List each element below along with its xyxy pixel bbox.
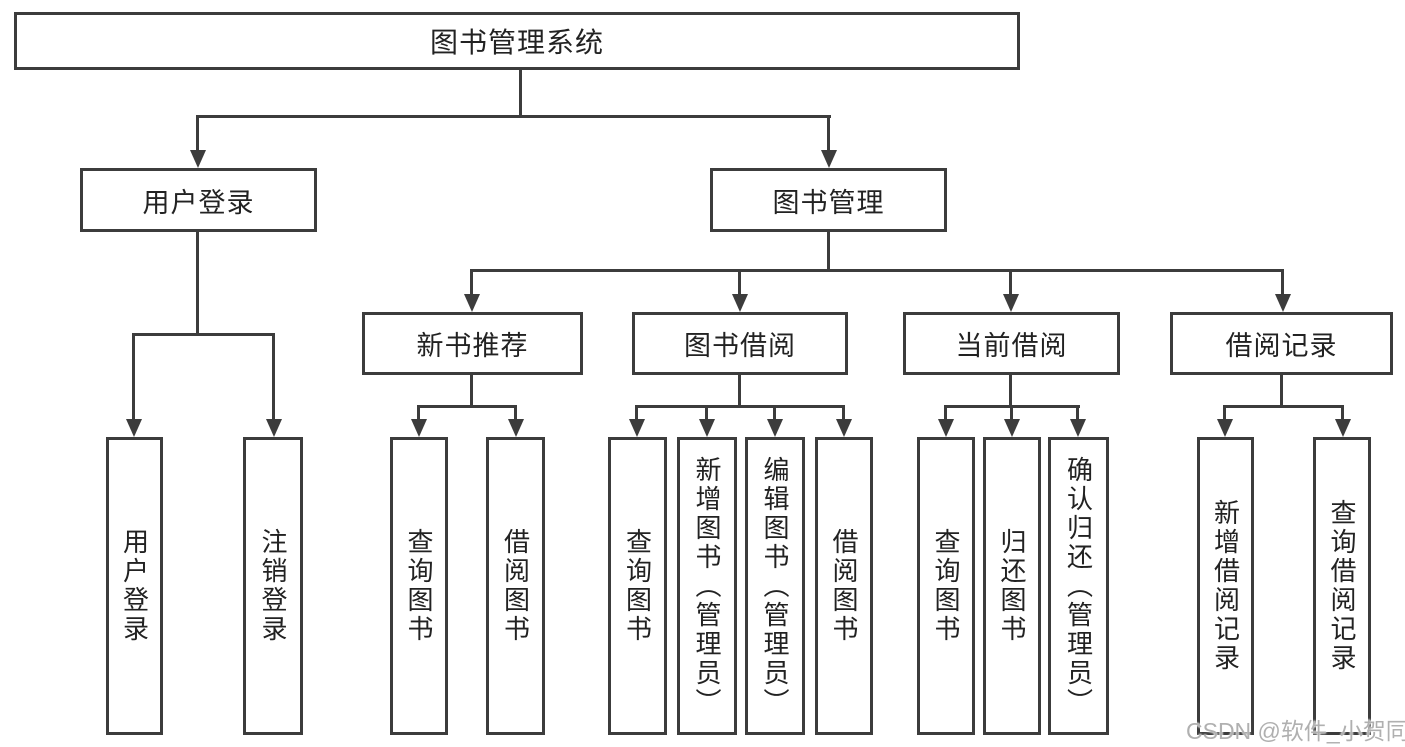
connector-line [1223, 405, 1226, 421]
connector-line [1281, 269, 1284, 296]
arrow-down-icon [836, 419, 852, 437]
arrow-down-icon [1217, 419, 1233, 437]
arrow-down-icon [508, 419, 524, 437]
connector-line [417, 405, 420, 421]
leaf-return-books: 归还图书 [983, 437, 1041, 735]
leaf-edit-book-admin: 编辑图书（管理员） [745, 437, 805, 735]
arrow-down-icon [732, 294, 748, 312]
leaf-label: 归还图书 [997, 528, 1027, 644]
connector-line [519, 70, 522, 118]
connector-line [1076, 405, 1079, 421]
arrow-down-icon [767, 419, 783, 437]
leaf-label: 确认归还（管理员） [1063, 455, 1094, 717]
leaf-query-borrow-record: 查询借阅记录 [1313, 437, 1371, 735]
connector-line [470, 375, 473, 408]
leaf-label: 新增借阅记录 [1210, 499, 1241, 673]
leaf-label: 用户登录 [119, 528, 150, 644]
node-label: 图书管理系统 [429, 27, 604, 58]
connector-line [514, 405, 517, 421]
leaf-query-books-recommend: 查询图书 [390, 437, 448, 735]
leaf-borrow-books-recommend: 借阅图书 [486, 437, 545, 735]
connector-line [132, 333, 275, 336]
arrow-down-icon [699, 419, 715, 437]
connector-line [827, 232, 830, 272]
node-label: 新书推荐 [416, 331, 529, 361]
leaf-label: 编辑图书（管理员） [760, 455, 790, 717]
arrow-down-icon [464, 294, 480, 312]
connector-line [827, 115, 830, 150]
arrow-down-icon [1335, 419, 1351, 437]
node-label: 图书借阅 [684, 331, 796, 361]
leaf-user-login: 用户登录 [106, 437, 163, 735]
arrow-down-icon [1003, 294, 1019, 312]
leaf-label: 查询借阅记录 [1327, 499, 1357, 673]
leaf-query-books-current: 查询图书 [917, 437, 975, 735]
node-new-book-recommend: 新书推荐 [362, 312, 583, 375]
arrow-down-icon [411, 419, 427, 437]
connector-line [738, 375, 741, 408]
arrow-down-icon [1275, 294, 1291, 312]
node-book-management: 图书管理 [710, 168, 947, 232]
leaf-label: 查询图书 [404, 528, 434, 644]
arrow-down-icon [938, 419, 954, 437]
connector-line [470, 269, 473, 296]
connector-line [1009, 375, 1012, 408]
leaf-label: 借阅图书 [829, 528, 859, 644]
connector-line [417, 405, 517, 408]
connector-line [705, 405, 708, 421]
connector-line [132, 333, 135, 419]
arrow-down-icon [126, 419, 142, 437]
leaf-add-book-admin: 新增图书（管理员） [677, 437, 737, 735]
connector-line [842, 405, 845, 421]
arrow-down-icon [629, 419, 645, 437]
connector-line [635, 405, 638, 421]
node-book-borrow: 图书借阅 [632, 312, 848, 375]
connector-line [1010, 405, 1013, 421]
node-label: 用户登录 [142, 187, 255, 218]
csdn-watermark: CSDN @软件_小贺同学 [1186, 718, 1405, 744]
connector-line [196, 115, 831, 118]
connector-line [1223, 405, 1344, 408]
node-label: 图书管理 [772, 187, 885, 218]
node-label: 当前借阅 [955, 331, 1068, 361]
leaf-label: 注销登录 [258, 528, 288, 644]
connector-line [773, 405, 776, 421]
leaf-borrow-books: 借阅图书 [815, 437, 873, 735]
node-user-login: 用户登录 [80, 168, 317, 232]
connector-line [470, 269, 1284, 272]
connector-line [738, 269, 741, 296]
connector-line [944, 405, 947, 421]
leaf-add-borrow-record: 新增借阅记录 [1197, 437, 1254, 735]
connector-line [196, 232, 199, 335]
connector-line [1009, 269, 1012, 296]
arrow-down-icon [821, 150, 837, 168]
arrow-down-icon [190, 150, 206, 168]
connector-line [1280, 375, 1283, 408]
leaf-logout: 注销登录 [243, 437, 303, 735]
node-label: 借阅记录 [1225, 331, 1338, 361]
connector-line [272, 333, 275, 419]
leaf-confirm-return-admin: 确认归还（管理员） [1048, 437, 1109, 735]
leaf-label: 借阅图书 [500, 528, 531, 644]
node-current-borrow: 当前借阅 [903, 312, 1120, 375]
connector-line [1341, 405, 1344, 421]
leaf-label: 新增图书（管理员） [692, 455, 722, 717]
arrow-down-icon [266, 419, 282, 437]
node-library-management-system: 图书管理系统 [14, 12, 1020, 70]
arrow-down-icon [1070, 419, 1086, 437]
leaf-label: 查询图书 [622, 528, 653, 644]
leaf-label: 查询图书 [931, 528, 961, 644]
arrow-down-icon [1004, 419, 1020, 437]
leaf-query-books-borrow: 查询图书 [608, 437, 667, 735]
connector-line [635, 405, 845, 408]
node-borrow-records: 借阅记录 [1170, 312, 1393, 375]
connector-line [196, 115, 199, 150]
